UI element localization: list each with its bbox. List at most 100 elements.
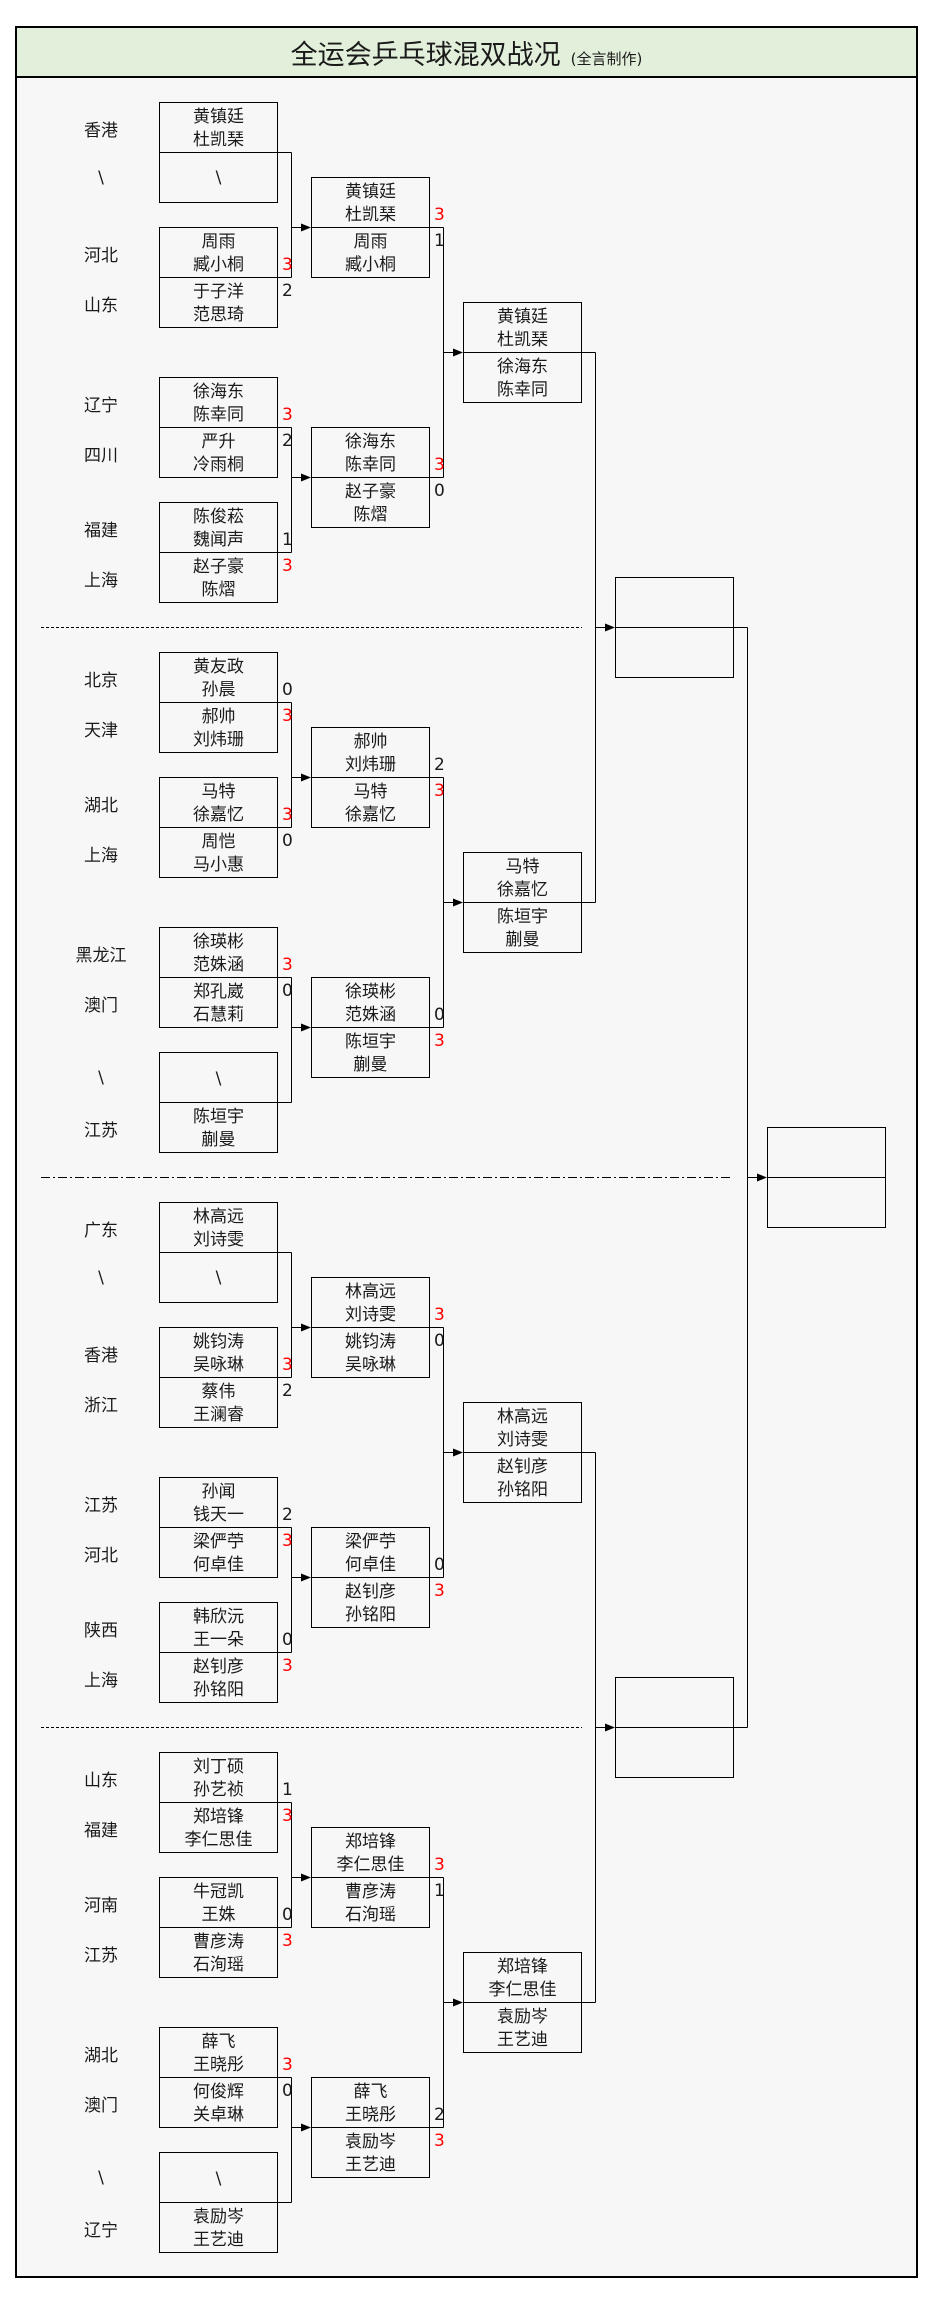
round1-match-box: 徐海东陈幸同严升冷雨桐 <box>159 377 278 478</box>
winning-score: 3 <box>282 556 293 576</box>
player-name: 徐海东 <box>345 432 396 452</box>
player-name: 吴咏琳 <box>345 1354 396 1375</box>
player-name: 陈俊菘 <box>193 507 244 527</box>
team-slot: 薛飞王晓彤 <box>312 2078 429 2128</box>
round1-match-box: 黄友政孙晨郝帅刘炜珊 <box>159 652 278 753</box>
team-slot: 周恺马小惠 <box>160 828 277 877</box>
team-slot: 周雨臧小桐 <box>160 228 277 278</box>
score: 1 <box>282 1780 293 1800</box>
player-name: 于子洋 <box>193 281 244 302</box>
player-name: 臧小桐 <box>193 255 244 275</box>
round1-match-box: 刘丁硕孙艺祯郑培锋李仁思佳 <box>159 1752 278 1853</box>
player-name: 刘炜珊 <box>193 729 244 750</box>
score: 2 <box>434 2105 445 2125</box>
player-name: 王艺迪 <box>497 2029 548 2050</box>
player-name: 关卓琳 <box>193 2104 244 2125</box>
team-slot: 郑培锋李仁思佳 <box>312 1828 429 1878</box>
player-name: 刘丁硕 <box>193 1757 244 1777</box>
round2-match-box: 梁俨苧何卓佳赵钊彦孙铭阳 <box>311 1527 430 1628</box>
team-slot <box>768 1128 885 1178</box>
team-slot: 黄友政孙晨 <box>160 653 277 703</box>
winning-score: 3 <box>282 405 293 425</box>
team-slot <box>616 1678 733 1728</box>
team-slot <box>616 578 733 628</box>
round1-match-box: \袁励岑王艺迪 <box>159 2152 278 2253</box>
team-slot: 郑孔崴石慧莉 <box>160 978 277 1027</box>
region-label: 山东 <box>84 295 118 316</box>
player-name: 何卓佳 <box>345 1555 396 1575</box>
player-name: 徐嘉忆 <box>497 880 548 900</box>
player-name: 郑培锋 <box>497 1957 548 1977</box>
team-slot: 赵钊彦孙铭阳 <box>464 1453 581 1502</box>
team-slot: 徐海东陈幸同 <box>160 378 277 428</box>
player-name: 马特 <box>201 782 236 802</box>
team-slot: 陈垣宇蒯曼 <box>312 1028 429 1077</box>
region-label: \ <box>98 168 104 188</box>
region-label: 河南 <box>84 1895 118 1916</box>
region-label: 山东 <box>84 1770 118 1791</box>
player-name: 蒯曼 <box>505 929 540 950</box>
player-name: 杜凯琹 <box>497 330 548 350</box>
player-name: 范思琦 <box>193 304 244 325</box>
region-label: 江苏 <box>84 1120 118 1141</box>
team-slot: 严升冷雨桐 <box>160 428 277 477</box>
team-slot: 徐瑛彬范姝涵 <box>312 978 429 1028</box>
round2-match-box: 郝帅刘炜珊马特徐嘉忆 <box>311 727 430 828</box>
region-label: 上海 <box>84 845 118 866</box>
player-name: 赵子豪 <box>345 481 396 502</box>
team-slot <box>768 1178 885 1227</box>
score: 1 <box>434 1881 445 1901</box>
player-name: 严升 <box>201 431 236 452</box>
team-slot: 牛冠凯王姝 <box>160 1878 277 1928</box>
player-name: 陈幸同 <box>193 405 244 425</box>
team-slot: 梁俨苧何卓佳 <box>160 1528 277 1577</box>
region-label: 天津 <box>84 720 118 741</box>
player-name: 蒯曼 <box>353 1054 388 1075</box>
player-name: 梁俨苧 <box>345 1532 396 1552</box>
score: 0 <box>434 1331 445 1351</box>
player-name: 何俊辉 <box>193 2081 244 2102</box>
player-name: 魏闻声 <box>193 530 244 550</box>
team-slot: 黄镇廷杜凯琹 <box>160 103 277 153</box>
team-slot: 韩欣沅王一朵 <box>160 1603 277 1653</box>
player-name: 赵钊彦 <box>497 1456 548 1477</box>
player-name: 王姝 <box>201 1905 236 1925</box>
round2-match-box: 林高远刘诗雯姚钧涛吴咏琳 <box>311 1277 430 1378</box>
team-slot: 于子洋范思琦 <box>160 278 277 327</box>
player-name: 郝帅 <box>353 732 388 752</box>
round1-match-box: 牛冠凯王姝曹彦涛石洵瑶 <box>159 1877 278 1978</box>
player-name: 钱天一 <box>193 1505 244 1525</box>
winning-score: 3 <box>282 706 293 726</box>
player-name: 林高远 <box>497 1407 548 1427</box>
player-name: 孙晨 <box>201 680 236 700</box>
region-label: 澳门 <box>84 995 118 1016</box>
round2-match-box: 郑培锋李仁思佳曹彦涛石洵瑶 <box>311 1827 430 1928</box>
player-name: 薛飞 <box>201 2032 236 2052</box>
region-label: 福建 <box>84 1820 118 1841</box>
player-name: 周雨 <box>353 231 388 252</box>
player-name: \ <box>215 2168 222 2189</box>
winning-score: 3 <box>282 1931 293 1951</box>
round3-match-box: 马特徐嘉忆陈垣宇蒯曼 <box>463 852 582 953</box>
team-slot: 黄镇廷杜凯琹 <box>312 178 429 228</box>
team-slot: 林高远刘诗雯 <box>160 1203 277 1253</box>
winning-score: 3 <box>434 1305 445 1325</box>
player-name: 孙闻 <box>201 1482 236 1502</box>
team-slot: 徐海东陈幸同 <box>464 353 581 402</box>
winning-score: 3 <box>434 455 445 475</box>
round1-match-box: \陈垣宇蒯曼 <box>159 1052 278 1153</box>
player-name: 蒯曼 <box>201 1129 236 1150</box>
team-slot <box>616 1728 733 1777</box>
player-name: 马小惠 <box>193 854 244 875</box>
player-name: 范姝涵 <box>193 955 244 975</box>
region-label: 辽宁 <box>84 2220 118 2241</box>
team-slot: 薛飞王晓彤 <box>160 2028 277 2078</box>
region-label: 河北 <box>84 245 118 266</box>
team-slot: 马特徐嘉忆 <box>160 778 277 828</box>
player-name: 周恺 <box>201 831 236 852</box>
team-slot: 陈俊菘魏闻声 <box>160 503 277 553</box>
round2-match-box: 黄镇廷杜凯琹周雨臧小桐 <box>311 177 430 278</box>
player-name: 马特 <box>353 781 388 802</box>
player-name: 李仁思佳 <box>184 1829 253 1850</box>
